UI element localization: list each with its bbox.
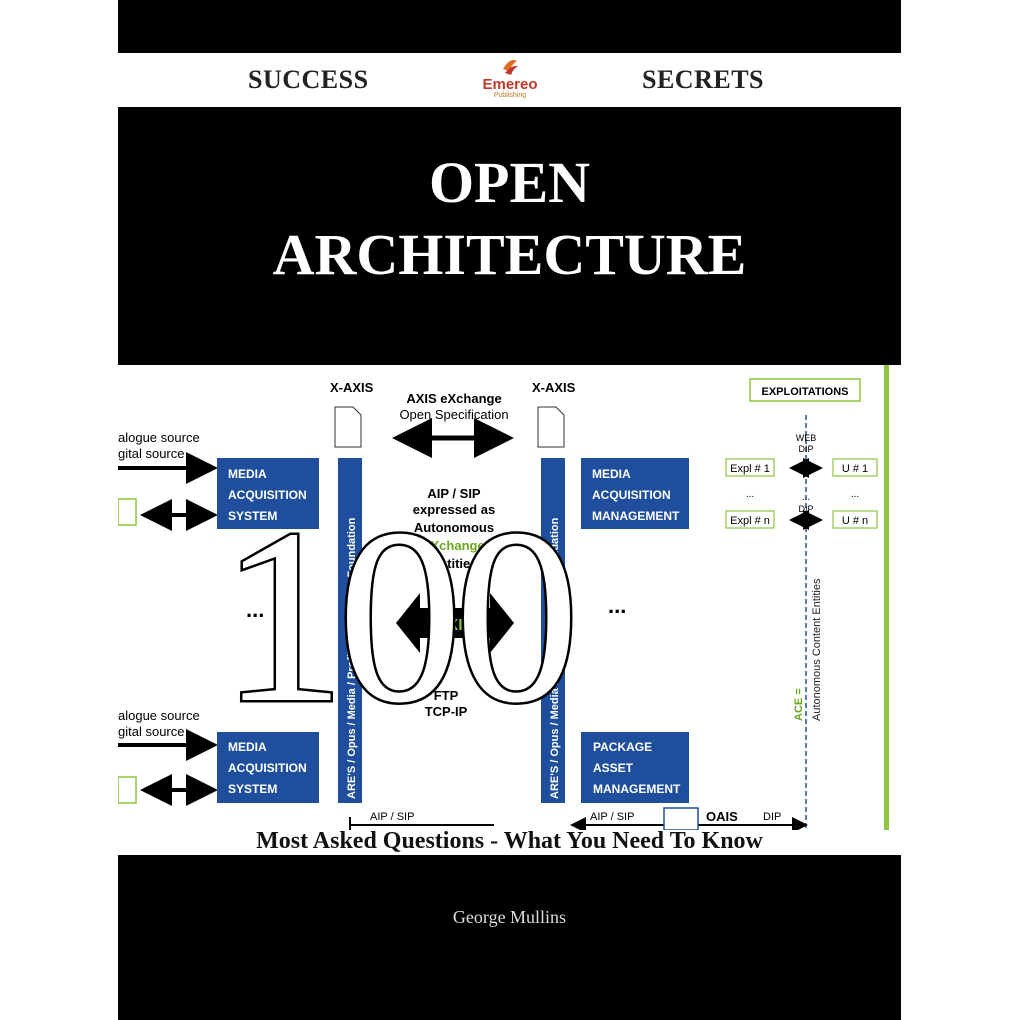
expl-1-label: Expl # 1 xyxy=(730,463,770,475)
ace-label: ACE = xyxy=(793,688,805,721)
source-bottom-analogue: alogue source xyxy=(118,708,200,723)
mam-line1: MEDIA xyxy=(592,467,631,481)
mas-bottom-line3: SYSTEM xyxy=(228,782,277,796)
u-1-label: U # 1 xyxy=(842,463,868,475)
document-icon-left xyxy=(334,406,362,448)
pam-line3: MANAGEMENT xyxy=(593,782,681,796)
ace-definition: Autonomous Content Entities xyxy=(811,578,823,721)
expl-n-label: Expl # n xyxy=(730,515,770,527)
storage-icon-bottom xyxy=(118,776,137,804)
axis-exchange-title: AXIS eXchange xyxy=(406,391,501,406)
source-top-analogue: alogue source xyxy=(118,430,200,445)
bottom-black-band: George Mullins xyxy=(118,855,901,1020)
x-axis-right-label: X-AXIS xyxy=(532,380,576,395)
aip-line3: Autonomous xyxy=(414,520,494,535)
pam-line2: ASSET xyxy=(593,761,634,775)
top-black-band xyxy=(118,0,901,53)
author-name: George Mullins xyxy=(452,907,567,927)
bottom-aip-left: AIP / SIP xyxy=(370,811,414,823)
vbar-left-label: ARE'S / Opus / Media / Profile / Labels … xyxy=(346,517,358,799)
oais-label: OAIS xyxy=(706,809,738,824)
media-acquisition-management: MEDIA ACQUISITION MANAGEMENT xyxy=(581,458,689,529)
axis-arrow-label: AXIS xyxy=(436,617,474,634)
bottom-aip-right: AIP / SIP xyxy=(590,811,634,823)
architecture-diagram: X-AXIS X-AXIS AXIS eXchange Open Specifi… xyxy=(118,365,901,830)
axis-exchange-sub: Open Specification xyxy=(399,407,508,422)
subtitle-bar: Most Asked Questions - What You Need To … xyxy=(118,828,901,855)
big-number-100: 100 xyxy=(218,490,582,730)
brand-success-text: SUCCESS xyxy=(248,65,369,94)
aip-line4: eXchange xyxy=(423,538,484,553)
expl-n-box xyxy=(725,510,775,529)
aip-line5: Entities xyxy=(431,556,478,571)
dip-top-label: DIP xyxy=(798,444,813,454)
package-asset-management: PACKAGE ASSET MANAGEMENT xyxy=(581,732,689,803)
mam-line2: ACQUISITION xyxy=(592,488,671,502)
oais-small-box xyxy=(663,807,699,830)
mas-top-line3: SYSTEM xyxy=(228,509,277,523)
subtitle: Most Asked Questions - What You Need To … xyxy=(256,828,763,854)
ellipsis-left: ... xyxy=(246,597,264,622)
big-number-text: 100 xyxy=(221,490,572,730)
ftp-label: FTP xyxy=(434,688,459,703)
u-1-box xyxy=(832,458,878,477)
u-n-label: U # n xyxy=(842,515,868,527)
dots-dip: ... xyxy=(802,492,810,503)
brand-secrets-text: SECRETS xyxy=(642,65,764,94)
document-icon-right xyxy=(537,406,565,448)
book-cover: SUCCESS Emereo Publishing SECRETS OPEN A… xyxy=(118,0,901,1020)
emereo-logo: Emereo Publishing xyxy=(470,55,550,103)
emereo-logo-icon xyxy=(503,60,518,75)
pam-line1: PACKAGE xyxy=(593,740,652,754)
media-acquisition-system-top: MEDIA ACQUISITION SYSTEM xyxy=(217,458,319,529)
mam-line3: MANAGEMENT xyxy=(592,509,680,523)
u-n-box xyxy=(832,510,878,529)
logo-name: Emereo xyxy=(482,76,538,93)
green-accent-bar xyxy=(884,365,889,830)
web-label: WEB xyxy=(796,433,817,443)
logo-sub: Publishing xyxy=(493,92,527,99)
title-line-2: ARCHITECTURE xyxy=(272,222,747,287)
source-top-digital: gital source xyxy=(118,446,184,461)
aip-line1: AIP / SIP xyxy=(427,486,481,501)
mas-bottom-line1: MEDIA xyxy=(228,740,267,754)
title-line-1: OPEN xyxy=(428,150,591,215)
exploitations-box xyxy=(749,378,861,402)
source-bottom-digital: gital source xyxy=(118,724,184,739)
dip-mid-label: DIP xyxy=(798,504,813,514)
tcpip-label: TCP-IP xyxy=(425,704,468,719)
media-acquisition-system-bottom: MEDIA ACQUISITION SYSTEM xyxy=(217,732,319,803)
expl-1-box xyxy=(725,458,775,477)
storage-icon-top xyxy=(118,498,137,526)
dots-u: ... xyxy=(851,489,859,500)
vbar-right-label: ARE'S / Opus / Media / Profile / Labels … xyxy=(549,517,561,799)
dip-bottom-label: DIP xyxy=(763,811,781,823)
vbar-left xyxy=(338,458,362,803)
aip-line2: expressed as xyxy=(413,502,495,517)
diagram-svg: X-AXIS X-AXIS AXIS eXchange Open Specifi… xyxy=(118,365,889,830)
brand-bar: SUCCESS Emereo Publishing SECRETS xyxy=(118,53,901,107)
vbar-right xyxy=(541,458,565,803)
book-title: OPEN ARCHITECTURE xyxy=(118,147,901,291)
dots-expl: ... xyxy=(746,489,754,500)
title-block: OPEN ARCHITECTURE xyxy=(118,107,901,365)
ellipsis-mid: ... xyxy=(608,593,626,618)
mas-top-line2: ACQUISITION xyxy=(228,488,307,502)
axis-big-arrow: AXIS xyxy=(396,593,514,653)
exploitations-label: EXPLOITATIONS xyxy=(762,386,849,398)
mas-bottom-line2: ACQUISITION xyxy=(228,761,307,775)
x-axis-left-label: X-AXIS xyxy=(330,380,374,395)
mas-top-line1: MEDIA xyxy=(228,467,267,481)
